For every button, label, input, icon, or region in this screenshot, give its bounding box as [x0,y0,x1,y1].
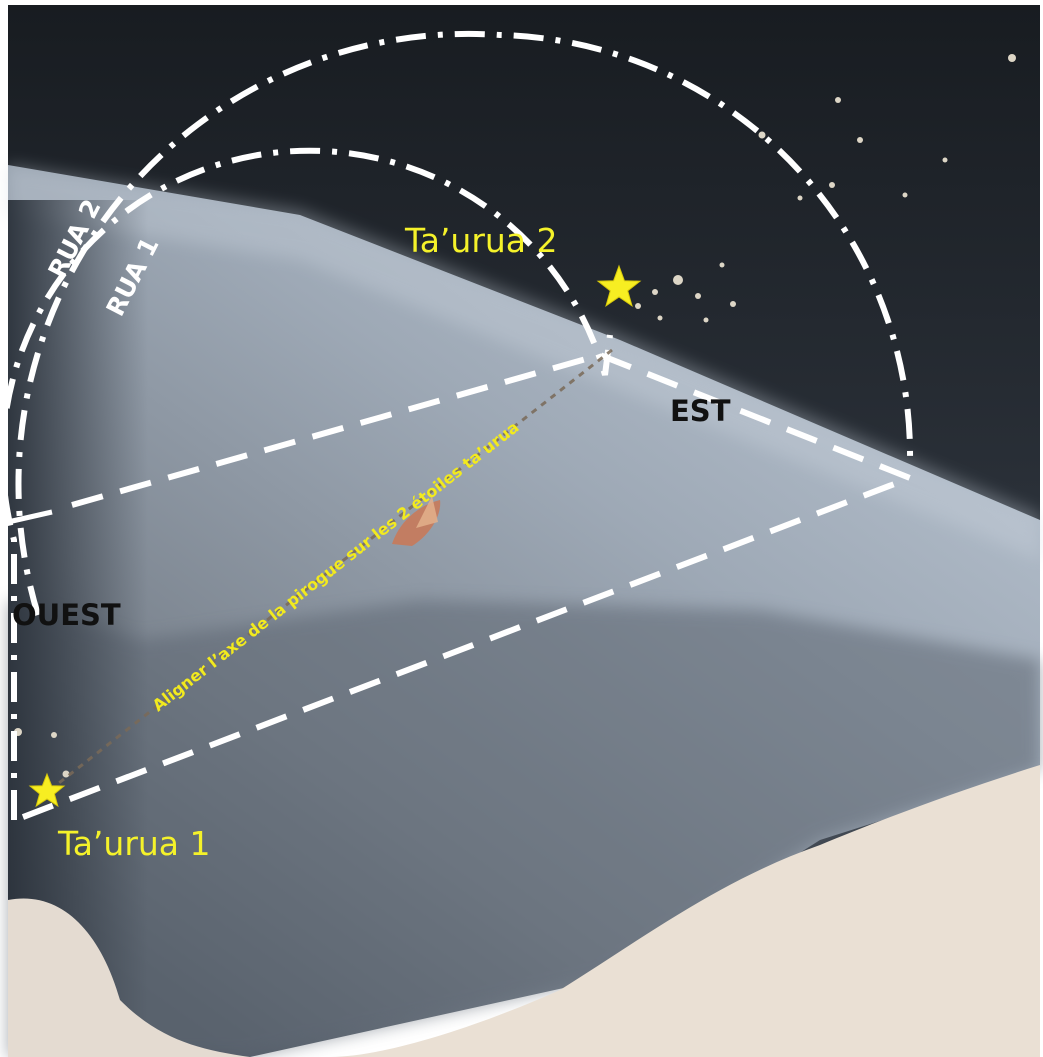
sea-dark-strokes [8,600,1040,1057]
unpainted-paper-right [330,765,1040,1057]
taurua-1-label: Ta’urua 1 [57,824,211,863]
east-label: EST [670,394,731,428]
background-stars [14,54,1016,778]
rua-2-arc [0,147,613,820]
taurua-1-star-icon [28,772,66,808]
taurua-2-star-icon [596,264,642,307]
west-tick [7,509,53,525]
unpainted-paper [8,898,250,1057]
rua-1-arc [15,30,914,616]
horizon-box-lines [8,351,919,825]
west-label: OUEST [12,598,121,632]
canoe-icon [392,496,441,546]
taurua-2-label: Ta’urua 2 [404,221,558,260]
